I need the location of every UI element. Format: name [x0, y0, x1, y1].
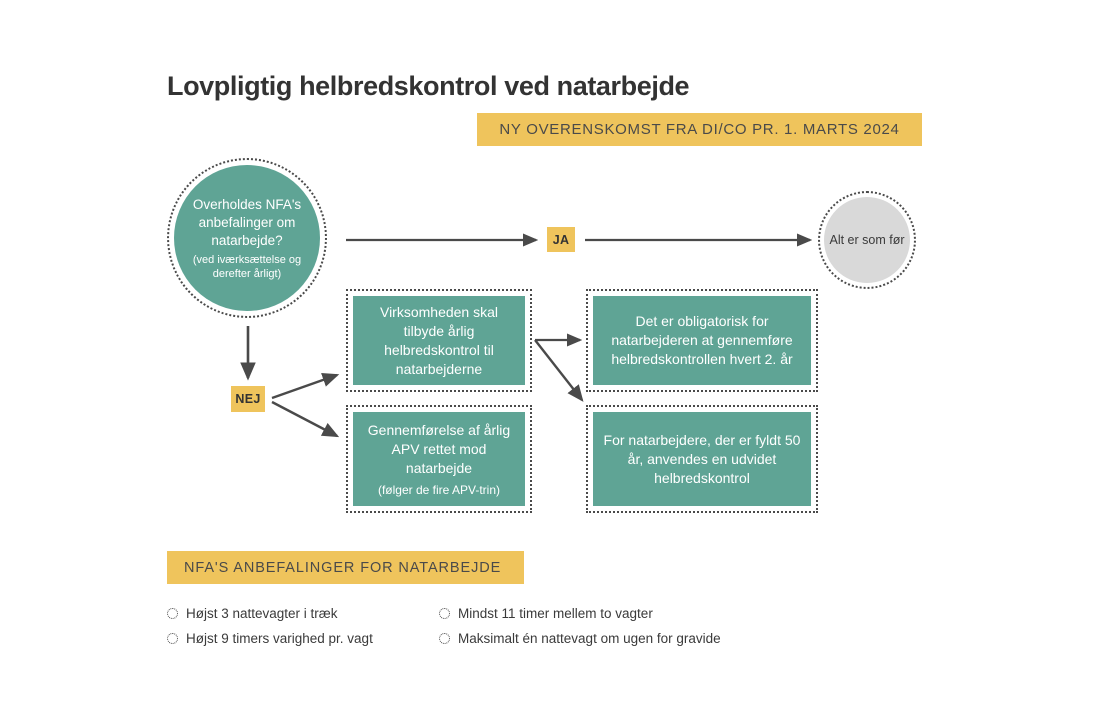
agreement-banner: NY OVERENSKOMST FRA DI/CO PR. 1. MARTS 2…: [477, 113, 922, 146]
process-box-apv-note: (følger de fire APV-trin): [377, 482, 501, 497]
recommendations-list: Højst 3 nattevagter i træk Mindst 11 tim…: [167, 601, 887, 651]
list-item-label: Maksimalt én nattevagt om ugen for gravi…: [458, 631, 721, 646]
process-box-annual-offer-text: Virksomheden skal tilbyde årlig helbreds…: [379, 303, 499, 377]
arrow-box-a-to-box-d: [534, 339, 584, 402]
list-item-label: Højst 9 timers varighed pr. vagt: [186, 631, 373, 646]
dotted-circle-icon: [439, 608, 450, 619]
recommendations-heading-bar: NFA'S ANBEFALINGER FOR NATARBEJDE: [167, 551, 524, 584]
badge-yes: JA: [547, 227, 575, 252]
recommendations-heading-text: NFA'S ANBEFALINGER FOR NATARBEJDE: [184, 559, 502, 576]
process-box-mandatory-biennial-text: Det er obligatorisk for natarbejderen at…: [611, 313, 793, 367]
list-item: Højst 9 timers varighed pr. vagt: [167, 631, 439, 646]
agreement-banner-text: NY OVERENSKOMST FRA DI/CO PR. 1. MARTS 2…: [499, 121, 900, 138]
process-box-over-50: For natarbejdere, der er fyldt 50 år, an…: [586, 405, 818, 513]
process-box-mandatory-biennial: Det er obligatorisk for natarbejderen at…: [586, 289, 818, 392]
dotted-circle-icon: [167, 608, 178, 619]
process-box-annual-offer-body: Virksomheden skal tilbyde årlig helbreds…: [353, 296, 525, 385]
process-box-apv: Gennemførelse af årlig APV rettet mod na…: [346, 405, 532, 513]
arrow-nej-to-box-c: [271, 400, 340, 438]
dotted-circle-icon: [167, 633, 178, 644]
list-item-label: Højst 3 nattevagter i træk: [186, 606, 338, 621]
decision-node-body: Overholdes NFA's anbefalinger om natarbe…: [174, 165, 320, 311]
result-node-label: Alt er som før: [829, 233, 905, 247]
process-box-over-50-text: For natarbejdere, der er fyldt 50 år, an…: [603, 431, 801, 486]
result-node-body: Alt er som før: [824, 197, 910, 283]
arrow-nej-to-box-a: [271, 373, 340, 400]
dotted-circle-icon: [439, 633, 450, 644]
decision-node: Overholdes NFA's anbefalinger om natarbe…: [167, 158, 331, 322]
result-node-ring: [818, 191, 916, 289]
page-title: Lovpligtig helbredskontrol ved natarbejd…: [167, 71, 690, 101]
process-box-over-50-body: For natarbejdere, der er fyldt 50 år, an…: [593, 412, 811, 506]
decision-node-question: Overholdes NFA's anbefalinger om natarbe…: [192, 196, 302, 248]
list-item-label: Mindst 11 timer mellem to vagter: [458, 606, 653, 621]
list-item: Højst 3 nattevagter i træk: [167, 606, 439, 621]
process-box-annual-offer: Virksomheden skal tilbyde årlig helbreds…: [346, 289, 532, 392]
list-item: Maksimalt én nattevagt om ugen for gravi…: [439, 631, 887, 646]
process-box-apv-text: Gennemførelse af årlig APV rettet mod na…: [367, 421, 511, 476]
list-item: Mindst 11 timer mellem to vagter: [439, 606, 887, 621]
decision-node-note: (ved iværksættelse og derefter årligt): [192, 253, 302, 280]
process-box-mandatory-biennial-body: Det er obligatorisk for natarbejderen at…: [593, 296, 811, 385]
badge-no: NEJ: [231, 386, 265, 412]
decision-node-ring: [167, 158, 327, 318]
result-node-unchanged: Alt er som før: [818, 191, 916, 289]
process-box-apv-body: Gennemførelse af årlig APV rettet mod na…: [353, 412, 525, 506]
